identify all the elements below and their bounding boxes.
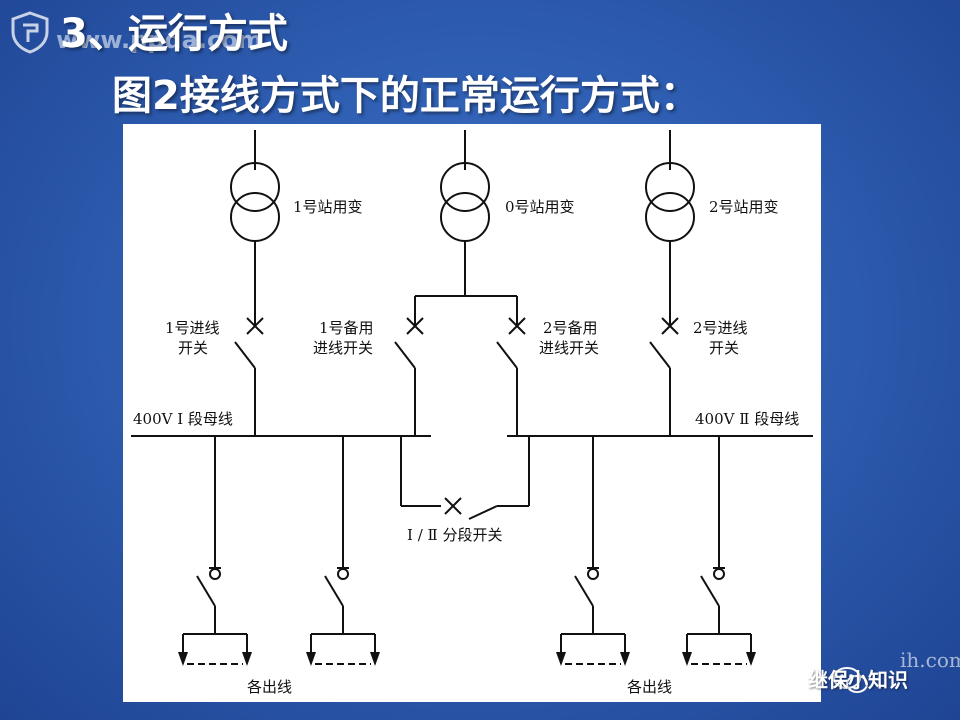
transformer-1-label: 1号站用变 <box>293 198 363 216</box>
transformer-0-label: 0号站用变 <box>505 198 575 216</box>
site-watermark: www.ppda.com <box>56 26 263 54</box>
incoming-2-label-line2: 开关 <box>709 339 739 357</box>
slide-subheading: 图2接线方式下的正常运行方式： <box>112 73 700 119</box>
backup-1-label-line1: 1号备用 <box>319 319 374 337</box>
outgoing-left-label: 各出线 <box>247 678 292 696</box>
transformer-2 <box>645 130 695 436</box>
outgoing-right-label: 各出线 <box>627 678 672 696</box>
backup-2-label-line1: 2号备用 <box>543 319 598 337</box>
shield-logo-icon <box>11 11 49 54</box>
feeder-4 <box>686 436 752 665</box>
slide-heading: 3、运行方式 <box>60 11 288 57</box>
wiring-diagram: 1号站用变 0号站用变 2号站用变 1号进线 开关 1号备用 进线开关 2号备用… <box>131 130 813 696</box>
wechat-icon <box>833 667 868 693</box>
transformer-2-label: 2号站用变 <box>709 198 779 216</box>
wiring-diagram-panel: 1号站用变 0号站用变 2号站用变 1号进线 开关 1号备用 进线开关 2号备用… <box>123 124 821 702</box>
incoming-1-label-line2: 开关 <box>178 339 208 357</box>
feeder-3 <box>560 436 626 665</box>
incoming-2-label-line1: 2号进线 <box>693 319 748 337</box>
backup-1-label-line2: 进线开关 <box>313 339 373 357</box>
feeder-1 <box>182 436 248 665</box>
bus-2-label: 400V Ⅱ 段母线 <box>695 410 799 428</box>
section-switch-label: Ⅰ / Ⅱ 分段开关 <box>407 526 502 544</box>
site-fragment-watermark: ih.com <box>900 648 960 672</box>
section-switch <box>400 436 530 520</box>
wechat-account-name: 继保小知识 <box>808 668 908 692</box>
bus-1-label: 400V Ⅰ 段母线 <box>133 410 233 428</box>
incoming-1-label-line1: 1号进线 <box>165 319 220 337</box>
transformer-0 <box>394 130 526 436</box>
feeder-2 <box>310 436 376 665</box>
backup-2-label-line2: 进线开关 <box>539 339 599 357</box>
transformer-1 <box>230 130 280 436</box>
